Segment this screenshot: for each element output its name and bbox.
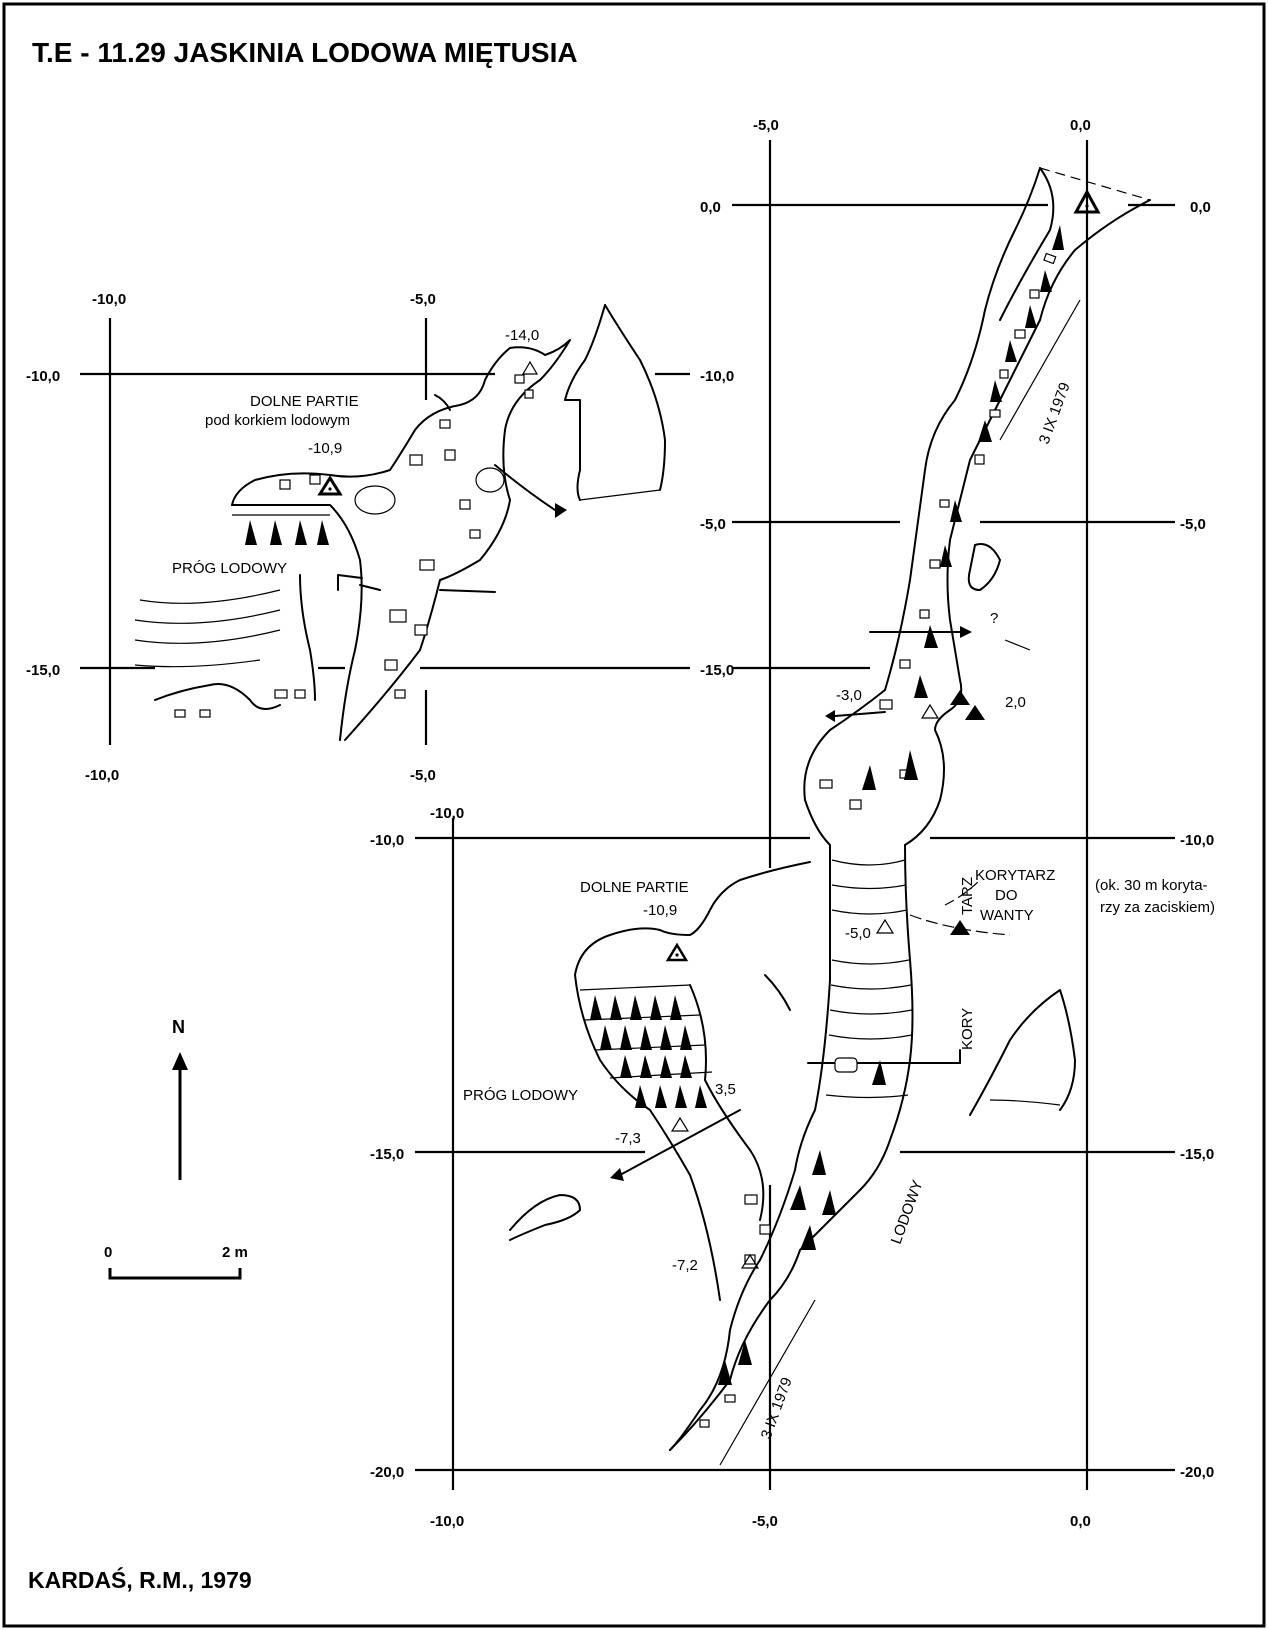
label-tarz: TARZ <box>959 877 976 915</box>
inset-tick-left-minus10: -10,0 <box>26 368 60 385</box>
inset-grid <box>80 318 690 745</box>
label-korytarz-1: KORYTARZ <box>975 867 1055 884</box>
main-floor-lines <box>825 859 913 1099</box>
label-question: ? <box>990 610 998 627</box>
main-ice-threshold <box>579 984 713 1108</box>
inset-label-prog-lodowy: PRÓG LODOWY <box>172 560 287 577</box>
scale-end-label: 2 m <box>222 1244 248 1261</box>
label-note-1: (ok. 30 m koryta- <box>1095 877 1208 894</box>
label-lodowy: LODOWY <box>888 1178 927 1246</box>
inset-cave-outline <box>134 304 666 741</box>
label-prog-lodowy: PRÓG LODOWY <box>463 1087 578 1104</box>
label-korytarz-3: WANTY <box>980 907 1034 924</box>
inset-grid-labels: -10,0 -5,0 -10,0 -10,0 -15,0 -10,0 -5,0 <box>26 291 734 784</box>
tick-top-minus5: -5,0 <box>753 117 779 134</box>
north-label: N <box>172 1017 185 1037</box>
tick-left-minus5: -5,0 <box>700 516 726 533</box>
tick-bottom-minus5: -5,0 <box>752 1513 778 1530</box>
main-cave-outline <box>509 167 1151 1451</box>
author-credit: KARDAŚ, R.M., 1979 <box>28 1566 252 1593</box>
inset-tick-bottom-minus5: -5,0 <box>410 767 436 784</box>
tick-lower-left-minus10: -10,0 <box>370 832 404 849</box>
label-kory: KORY <box>959 1008 976 1050</box>
tick-bottom-0: 0,0 <box>1070 1513 1091 1530</box>
tick-right-minus5: -5,0 <box>1180 516 1206 533</box>
label-depth-dolne: -10,9 <box>643 902 677 919</box>
inset-labels: -14,0 DOLNE PARTIE pod korkiem lodowym -… <box>172 327 539 577</box>
main-ice-symbols <box>718 225 1064 1385</box>
label-depth-minus3: -3,0 <box>836 687 862 704</box>
label-dolne-partie: DOLNE PARTIE <box>580 879 689 896</box>
inset-label-depth-top: -14,0 <box>505 327 539 344</box>
tick-right-minus10: -10,0 <box>1180 832 1214 849</box>
inset-boulders <box>174 374 534 718</box>
scale-start-label: 0 <box>104 1244 112 1261</box>
station-dolne <box>665 942 689 962</box>
inset-tick-right-minus10: -10,0 <box>700 368 734 385</box>
tick-lower-left-minus20: -20,0 <box>370 1464 404 1481</box>
label-depth-3-5: 3,5 <box>715 1081 736 1098</box>
label-korytarz-2: DO <box>995 887 1018 904</box>
tick-lower-top: -10,0 <box>430 805 464 822</box>
station-minus3 <box>920 703 940 719</box>
main-boulders <box>699 252 1057 1428</box>
tick-left-minus15: -15,0 <box>700 662 734 679</box>
inset-tick-bottom-minus10: -10,0 <box>85 767 119 784</box>
tick-right-minus15: -15,0 <box>1180 1146 1214 1163</box>
inset-station-dolne <box>317 475 343 496</box>
corridor-dashed <box>909 914 1011 936</box>
station-minus7-2 <box>740 1253 760 1269</box>
stations <box>665 188 1101 1269</box>
tick-bottom-minus10: -10,0 <box>430 1513 464 1530</box>
label-depth-minus7-3: -7,3 <box>615 1130 641 1147</box>
label-depth-minus7-2: -7,2 <box>672 1257 698 1274</box>
station-minus7-3 <box>670 1116 690 1132</box>
label-survey-date-bottom: 3 IX 1979 <box>758 1375 796 1441</box>
scale-bar: 0 2 m <box>104 1244 248 1280</box>
tick-right-0: 0,0 <box>1190 199 1211 216</box>
inset-station-top <box>521 360 539 375</box>
tick-right-minus20: -20,0 <box>1180 1464 1214 1481</box>
inset-label-pod-korkiem: pod korkiem lodowym <box>205 412 350 429</box>
inset-label-depth-dolne: -10,9 <box>308 440 342 457</box>
inset-tick-left-minus15: -15,0 <box>26 662 60 679</box>
label-depth-minus5: -5,0 <box>845 925 871 942</box>
label-survey-date-top: 3 IX 1979 <box>1036 380 1074 446</box>
label-depth-2: 2,0 <box>1005 694 1026 711</box>
inset-ice-threshold <box>232 514 330 545</box>
inset-label-dolne-partie: DOLNE PARTIE <box>250 393 359 410</box>
tick-top-0: 0,0 <box>1070 117 1091 134</box>
station-0 <box>1073 188 1101 214</box>
main-grid-labels: -5,0 0,0 0,0 0,0 -5,0 -5,0 -15,0 -10,0 -… <box>370 117 1214 1530</box>
north-arrow-head <box>172 1052 188 1070</box>
station-minus5 <box>875 918 895 934</box>
main-grid <box>415 140 1175 1490</box>
tick-lower-left-minus15: -15,0 <box>370 1146 404 1163</box>
north-arrow: N <box>172 1017 188 1180</box>
tick-left-0: 0,0 <box>700 199 721 216</box>
label-note-2: rzy za zaciskiem) <box>1100 899 1215 916</box>
main-arrows <box>610 299 1081 1466</box>
inset-tick-top-minus10: -10,0 <box>92 291 126 308</box>
inset-tick-top-minus5: -5,0 <box>410 291 436 308</box>
map-title: T.E - 11.29 JASKINIA LODOWA MIĘTUSIA <box>32 37 578 68</box>
